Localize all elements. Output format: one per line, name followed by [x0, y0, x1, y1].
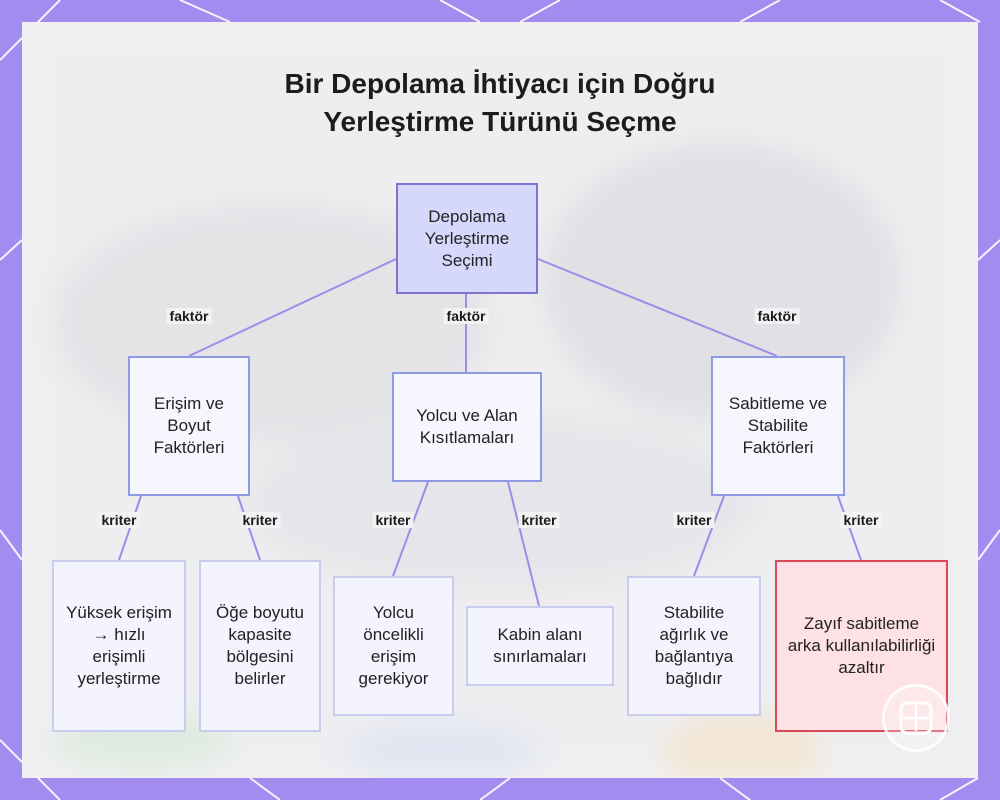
root-node-label: Depolama Yerleştirme Seçimi: [424, 206, 510, 270]
criterion-node-stability-weight: Stabilite ağırlık ve bağlantıya bağlıdır: [627, 576, 761, 716]
edge-root-factor-1: [188, 258, 397, 357]
criterion-node-label: Yolcu öncelikli erişim gerekiyor: [358, 603, 429, 688]
criterion-node-passenger-priority: Yolcu öncelikli erişim gerekiyor: [333, 576, 454, 716]
factor-node-label: Sabitleme ve Stabilite Faktörleri: [728, 394, 828, 457]
title-line-1: Bir Depolama İhtiyacı için Doğru: [284, 68, 716, 99]
edge-factor-2-criterion-4: [507, 481, 540, 607]
factor-node-securing-stability: Sabitleme ve Stabilite Faktörleri: [711, 356, 845, 496]
edge-label-criterion-1: kriter: [98, 512, 140, 528]
edge-factor-1-criterion-1: [118, 495, 142, 561]
criterion-node-weak-securing: Zayıf sabitleme arka kullanılabilirliği …: [775, 560, 948, 732]
criterion-node-label: Stabilite ağırlık ve bağlantıya bağlıdır: [654, 603, 734, 688]
criterion-node-label: Kabin alanı sınırlamaları: [493, 625, 587, 666]
criterion-node-label: Zayıf sabitleme arka kullanılabilirliği …: [787, 614, 936, 677]
edge-root-factor-3: [537, 258, 778, 357]
edge-label-criterion-6: kriter: [840, 512, 882, 528]
edge-factor-3-criterion-6: [837, 495, 862, 561]
root-node: Depolama Yerleştirme Seçimi: [396, 183, 538, 294]
edge-label-criterion-2: kriter: [239, 512, 281, 528]
criterion-node-item-size: Öğe boyutu kapasite bölgesini belirler: [199, 560, 321, 732]
criterion-node-cabin-space: Kabin alanı sınırlamaları: [466, 606, 614, 686]
edge-factor-2-criterion-3: [392, 481, 429, 577]
criterion-node-label: Öğe boyutu kapasite bölgesini belirler: [216, 603, 304, 688]
factor-node-passenger-space: Yolcu ve Alan Kısıtlamaları: [392, 372, 542, 482]
criterion-node-label: Yüksek erişim → hızlı erişimli yerleştir…: [66, 603, 172, 688]
watermark-logo-icon: [882, 684, 950, 752]
edge-label-factor-3: faktör: [754, 308, 800, 324]
criterion-node-high-access: Yüksek erişim → hızlı erişimli yerleştir…: [52, 560, 186, 732]
grid-logo-icon: [899, 701, 933, 735]
edge-label-criterion-4: kriter: [518, 512, 560, 528]
edge-label-factor-1: faktör: [166, 308, 212, 324]
diagram-title: Bir Depolama İhtiyacı için Doğru Yerleşt…: [0, 65, 1000, 141]
factor-node-label: Erişim ve Boyut Faktörleri: [153, 394, 225, 457]
factor-node-access-size: Erişim ve Boyut Faktörleri: [128, 356, 250, 496]
edge-label-criterion-5: kriter: [673, 512, 715, 528]
edge-factor-1-criterion-2: [237, 495, 261, 561]
edge-label-criterion-3: kriter: [372, 512, 414, 528]
edge-label-factor-2: faktör: [443, 308, 489, 324]
edge-factor-3-criterion-5: [693, 495, 725, 577]
title-line-2: Yerleştirme Türünü Seçme: [323, 106, 677, 137]
factor-node-label: Yolcu ve Alan Kısıtlamaları: [416, 406, 518, 447]
